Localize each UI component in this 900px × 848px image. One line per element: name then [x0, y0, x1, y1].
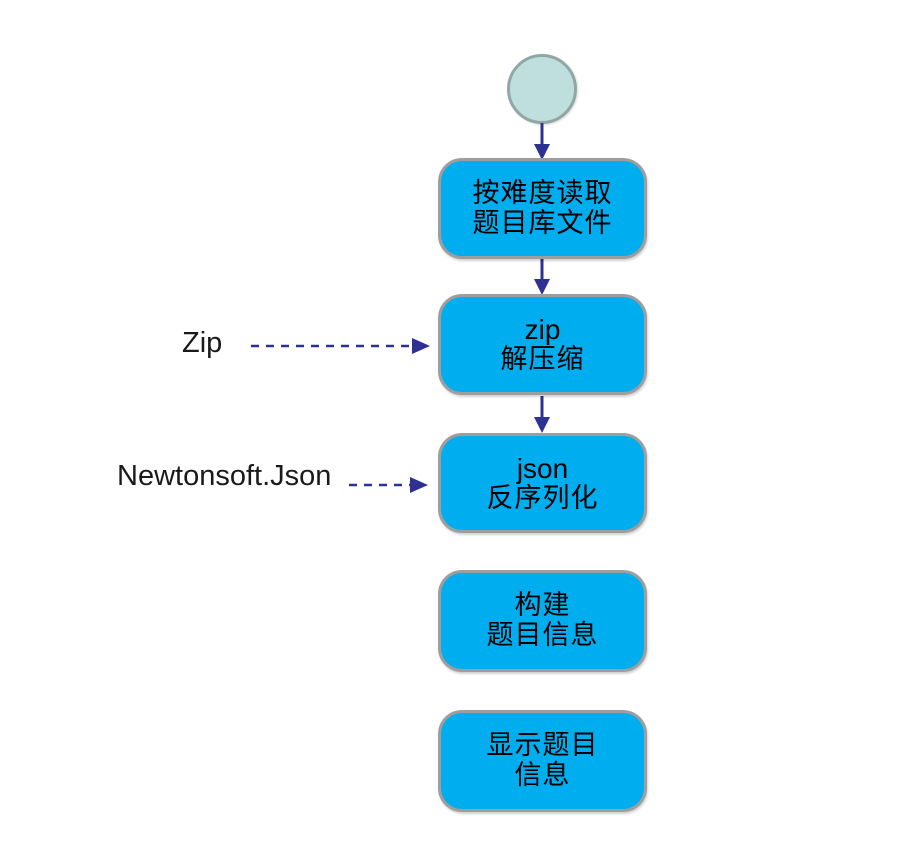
arrow-unzip-to-json — [534, 396, 550, 433]
start-node-circle — [507, 54, 577, 124]
node-text-line: 构建 — [514, 590, 571, 621]
arrow-start-to-read — [534, 123, 550, 160]
node-text-line: 题目库文件 — [472, 207, 613, 239]
node-json-deserialize: json 反序列化 — [438, 433, 647, 533]
arrow-read-to-unzip — [534, 259, 550, 295]
node-text-line: json — [516, 452, 569, 484]
annotation-label-zip: Zip — [182, 327, 223, 359]
node-text-line: 显示题目 — [486, 730, 599, 761]
node-text-line: 按难度读取 — [472, 177, 613, 209]
dashed-arrow-json-annotation — [349, 477, 428, 493]
node-text-line: zip — [524, 314, 561, 345]
annotation-label-newtonsoft-json: Newtonsoft.Json — [117, 460, 332, 492]
node-text-line: 信息 — [514, 760, 571, 791]
node-show-question-info: 显示题目 信息 — [438, 710, 647, 812]
node-build-question-info: 构建 题目信息 — [438, 570, 647, 672]
node-zip-decompress: zip 解压缩 — [438, 294, 647, 395]
node-text-line: 反序列化 — [486, 482, 599, 514]
dashed-arrow-zip-annotation — [251, 338, 430, 354]
node-text-line: 解压缩 — [500, 344, 585, 375]
node-read-question-bank: 按难度读取 题目库文件 — [438, 158, 647, 259]
node-text-line: 题目信息 — [486, 620, 599, 651]
